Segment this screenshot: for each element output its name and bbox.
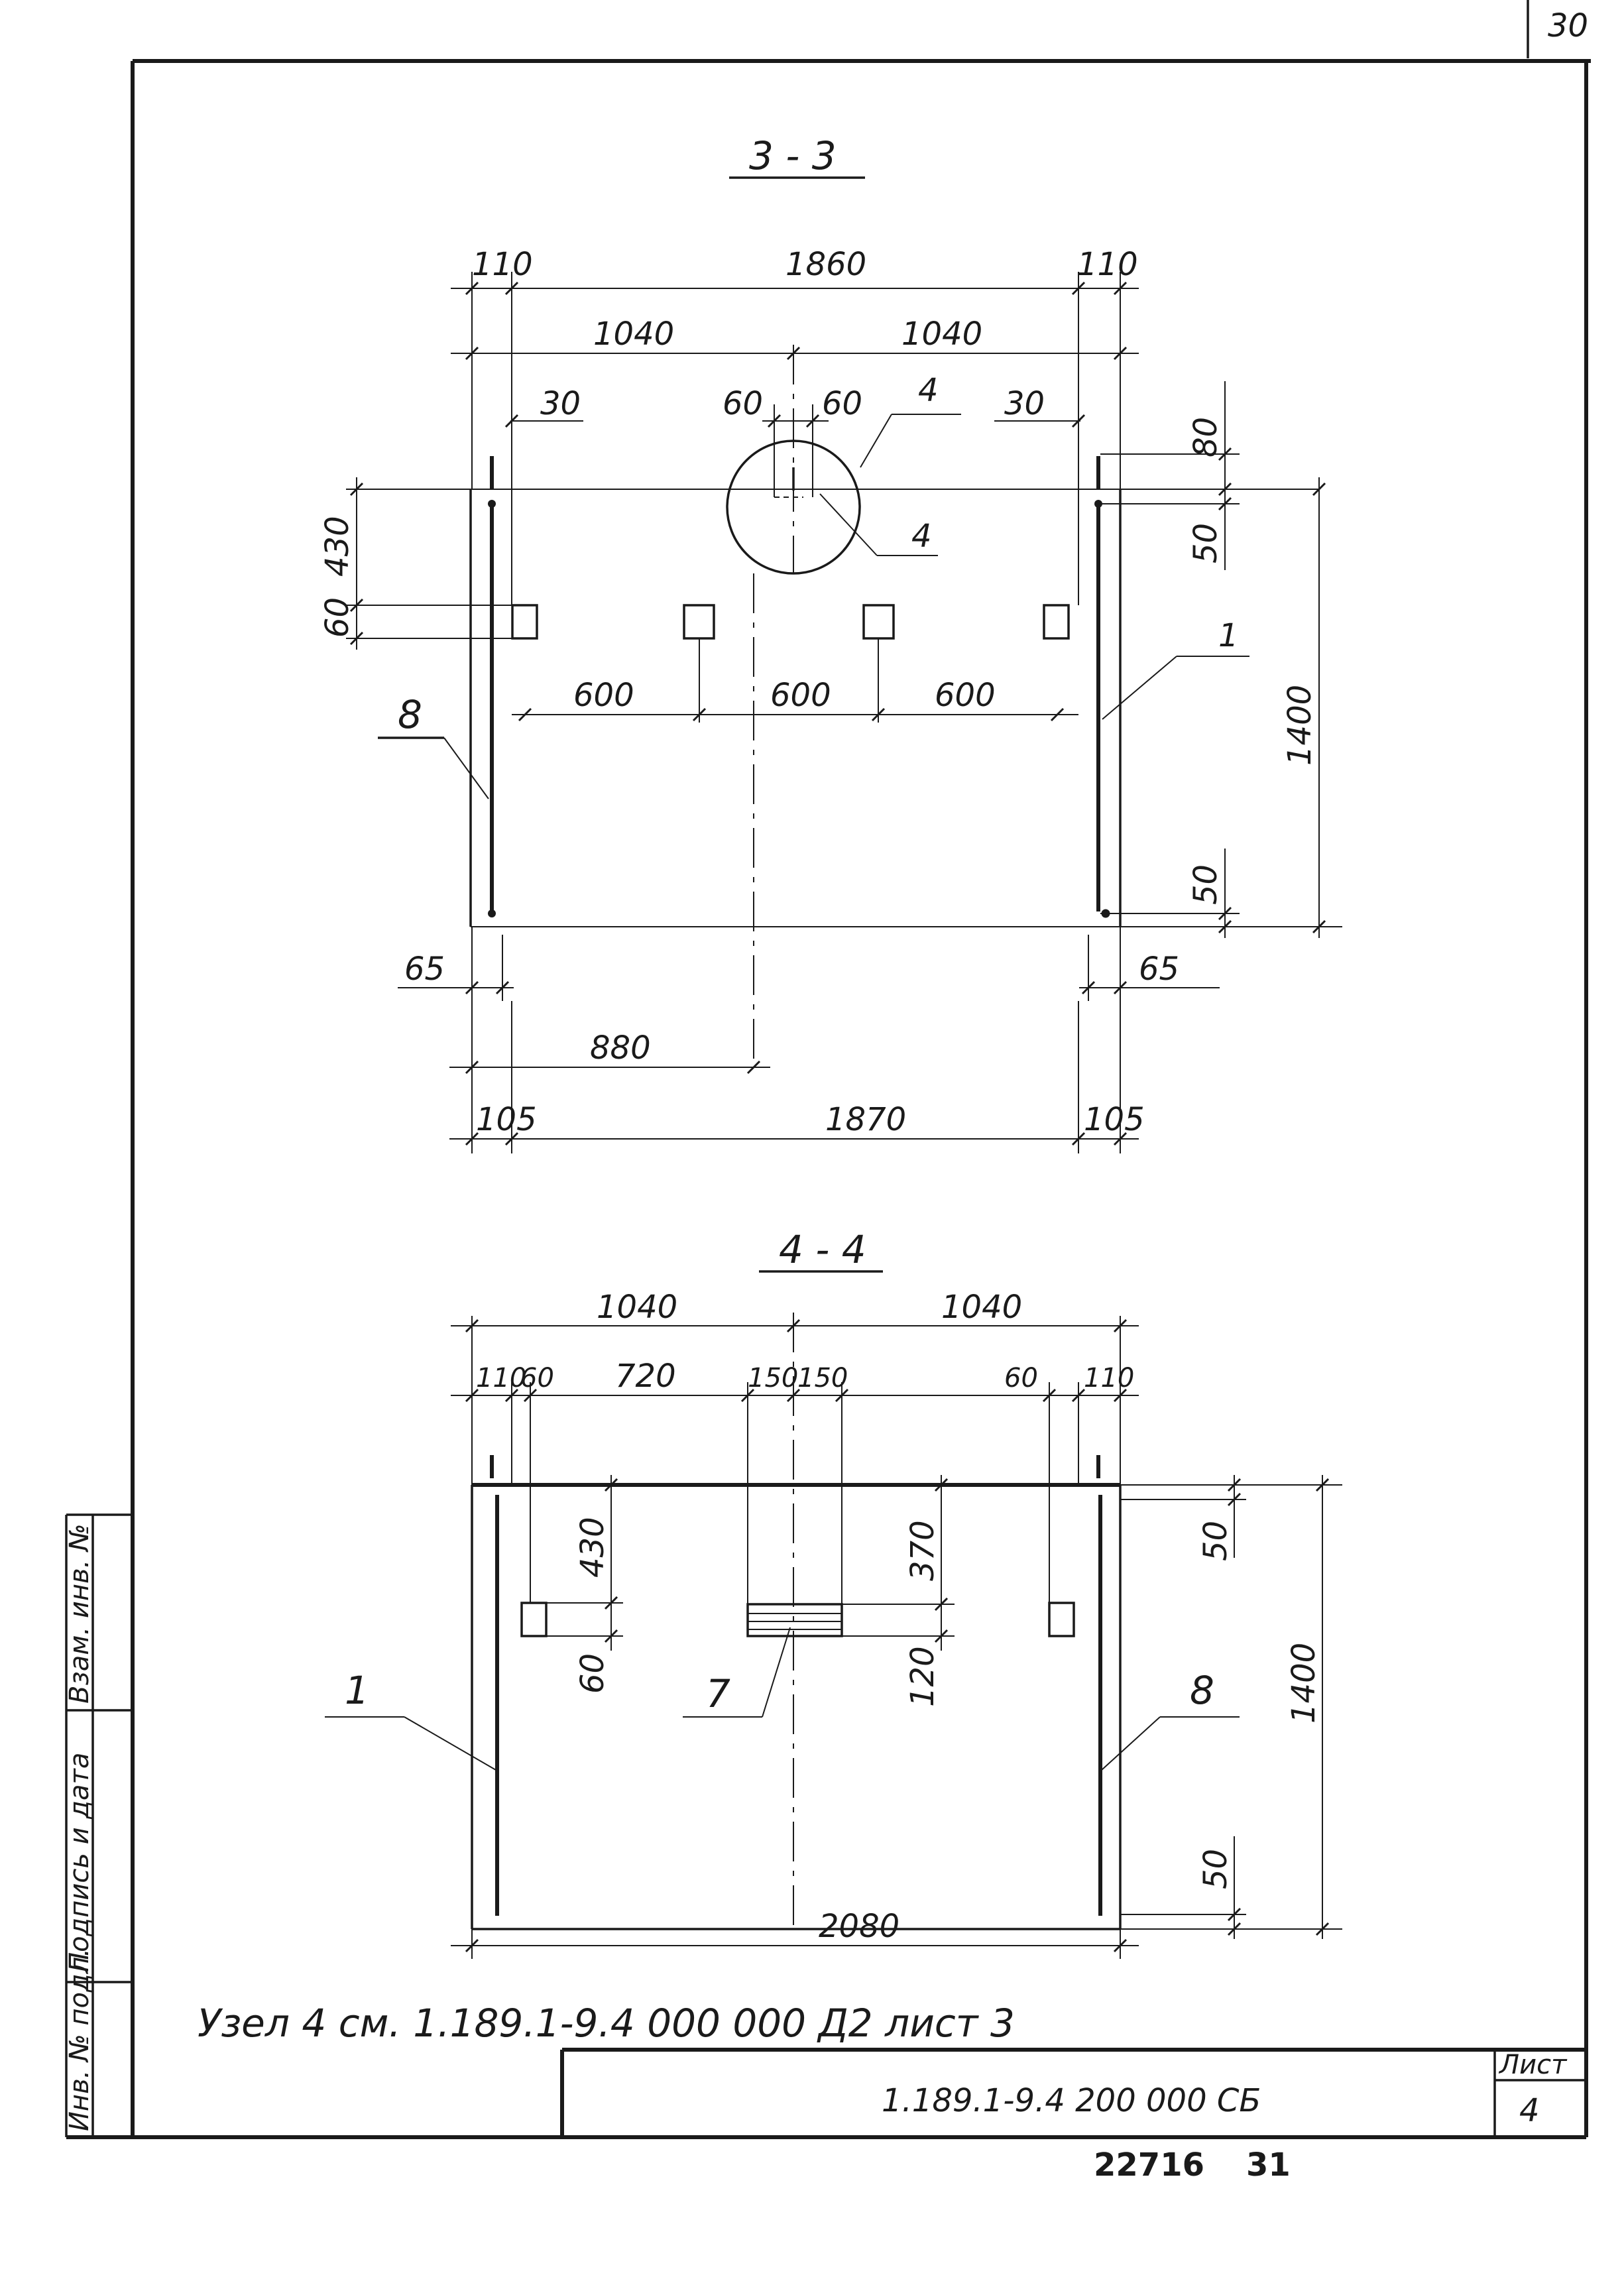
footer-archive-number: 22716 — [1094, 2146, 1204, 2184]
callout-4: 4 — [918, 372, 939, 409]
embed-plate — [862, 604, 895, 640]
dim-60: 60 — [520, 1363, 554, 1393]
stamp-replacement-inv: Взам. инв. № — [64, 1523, 95, 1704]
dim-430: 430 — [319, 516, 356, 577]
dim-1040: 1040 — [597, 1289, 677, 1326]
embed-plate — [511, 604, 538, 640]
embed-plate — [1048, 1602, 1075, 1637]
sheet-frame — [66, 0, 1591, 2139]
embed-plate — [683, 604, 715, 640]
dim-1040: 1040 — [901, 316, 982, 353]
dim-370: 370 — [904, 1520, 941, 1581]
dim-1040: 1040 — [941, 1289, 1022, 1326]
dim-1400: 1400 — [1285, 1643, 1322, 1724]
dim-110: 110 — [476, 1363, 526, 1393]
dim-150: 150 — [797, 1363, 848, 1393]
dim-30: 30 — [1004, 385, 1045, 422]
dim-60: 60 — [822, 385, 862, 422]
dim-80: 80 — [1187, 417, 1224, 457]
dim-65: 65 — [1139, 951, 1179, 988]
stamp-signature-date: Подпись и дата — [64, 1753, 95, 1972]
dim-60: 60 — [723, 385, 763, 422]
dim-65: 65 — [404, 951, 445, 988]
section-3-3-outline — [346, 489, 1342, 927]
dim-600: 600 — [770, 677, 831, 714]
dim-50: 50 — [1187, 864, 1224, 905]
rebar-left — [490, 1455, 499, 1916]
section-4-4-outline — [471, 1483, 1342, 1930]
dim-150: 150 — [748, 1363, 798, 1393]
embed-plate — [520, 1602, 548, 1637]
dim-600: 600 — [573, 677, 634, 714]
dim-2080: 2080 — [819, 1908, 899, 1945]
callout-8: 8 — [398, 692, 422, 737]
dim-110: 110 — [1084, 1363, 1134, 1393]
dim-60: 60 — [1004, 1363, 1038, 1393]
title-block — [560, 2048, 1586, 2137]
corner-sheet-number: 30 — [1548, 7, 1588, 44]
footer-page-number: 31 — [1246, 2146, 1291, 2184]
dim-600: 600 — [935, 677, 996, 714]
dim-60: 60 — [319, 597, 356, 638]
callout-4: 4 — [911, 518, 932, 555]
dim-880: 880 — [590, 1029, 651, 1067]
section-3-3: 3 - 3 — [319, 133, 1342, 1153]
rebar-right — [1094, 456, 1110, 918]
title-designation: 1.189.1-9.4 200 000 СБ — [882, 2082, 1261, 2119]
embed-part-7 — [746, 1603, 843, 1637]
title-sheet-label: Лист — [1498, 2050, 1568, 2080]
callout-8: 8 — [1190, 1668, 1214, 1713]
dim-1870: 1870 — [825, 1101, 906, 1138]
node-reference-note: Узел 4 см. 1.189.1-9.4 000 000 Д2 лист 3 — [198, 2001, 1015, 2046]
stamp-inv-original: Инв. № подл. — [64, 1948, 95, 2131]
dim-110: 110 — [1077, 246, 1138, 283]
section-3-3-title: 3 - 3 — [749, 133, 837, 178]
dim-60: 60 — [574, 1653, 611, 1694]
side-stamp — [65, 1513, 133, 2137]
title-sheet-number: 4 — [1519, 2092, 1540, 2129]
dim-105: 105 — [1084, 1101, 1145, 1138]
dim-430: 430 — [574, 1517, 611, 1578]
callout-1: 1 — [345, 1668, 369, 1713]
callout-7: 7 — [706, 1671, 730, 1716]
section-4-4: 4 - 4 — [325, 1227, 1342, 1959]
rebar-left — [488, 456, 496, 917]
dim-120: 120 — [904, 1646, 941, 1707]
dim-110: 110 — [472, 246, 533, 283]
section-4-4-title: 4 - 4 — [779, 1227, 866, 1272]
dim-50: 50 — [1187, 523, 1224, 563]
rebar-right — [1096, 1455, 1102, 1916]
dim-1400: 1400 — [1281, 685, 1318, 766]
callout-1: 1 — [1218, 617, 1239, 654]
dim-50: 50 — [1197, 1521, 1234, 1561]
dim-30: 30 — [540, 385, 581, 422]
dim-720: 720 — [615, 1358, 676, 1395]
dim-1040: 1040 — [593, 316, 674, 353]
embed-plate — [1043, 604, 1070, 640]
dim-1860: 1860 — [785, 246, 866, 283]
dim-50: 50 — [1197, 1849, 1234, 1889]
dim-105: 105 — [476, 1101, 537, 1138]
